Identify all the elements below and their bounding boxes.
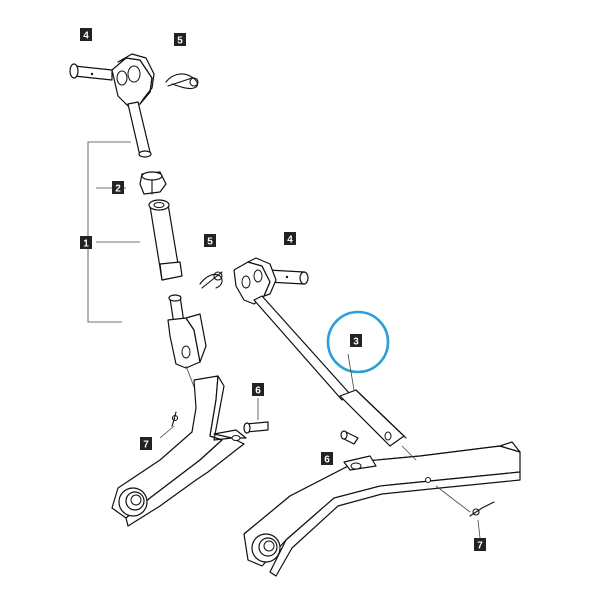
callout-4-mid: 4 <box>284 232 296 246</box>
lower-link-arm-right <box>243 441 521 577</box>
clevis-pin-top-left <box>69 63 113 81</box>
callout-label: 4 <box>83 31 89 42</box>
pin-right <box>340 430 359 445</box>
callout-label: 6 <box>255 386 261 397</box>
callout-label: 1 <box>83 239 89 250</box>
callout-3: 3 <box>350 334 362 348</box>
linch-pin-left <box>159 411 179 439</box>
part-1-bracket <box>87 141 140 323</box>
callout-1: 1 <box>80 236 92 250</box>
upper-threaded-rod <box>127 101 152 158</box>
callout-label: 5 <box>177 36 183 47</box>
callout-label: 6 <box>324 455 330 466</box>
callout-5-top: 5 <box>174 33 186 47</box>
lower-link-arm-left <box>111 375 247 527</box>
linch-pin-right <box>435 485 495 539</box>
callout-5-mid: 5 <box>204 234 216 248</box>
r-clip-top <box>165 73 199 90</box>
clevis-lower-left <box>167 313 207 369</box>
pin-left <box>243 398 269 434</box>
r-clip-mid <box>199 271 223 289</box>
callout-6-right: 6 <box>321 452 333 466</box>
callout-7-right: 7 <box>474 538 486 552</box>
top-link-clevis <box>233 257 277 305</box>
callout-2: 2 <box>112 181 124 195</box>
callout-label: 4 <box>287 235 293 246</box>
callout-label: 2 <box>115 184 121 195</box>
callout-label: 7 <box>143 440 149 451</box>
callout-4-top: 4 <box>80 28 92 42</box>
callout-7-left: 7 <box>140 437 152 451</box>
clevis-top-left <box>111 53 155 107</box>
callout-label: 3 <box>353 337 359 348</box>
adjusting-tube <box>148 199 183 281</box>
callout-6-left: 6 <box>252 383 264 397</box>
callout-label: 7 <box>477 541 483 552</box>
hex-nut <box>139 171 167 195</box>
callout-label: 5 <box>207 237 213 248</box>
top-link-rod <box>253 295 407 447</box>
highlight-circle <box>326 310 390 374</box>
